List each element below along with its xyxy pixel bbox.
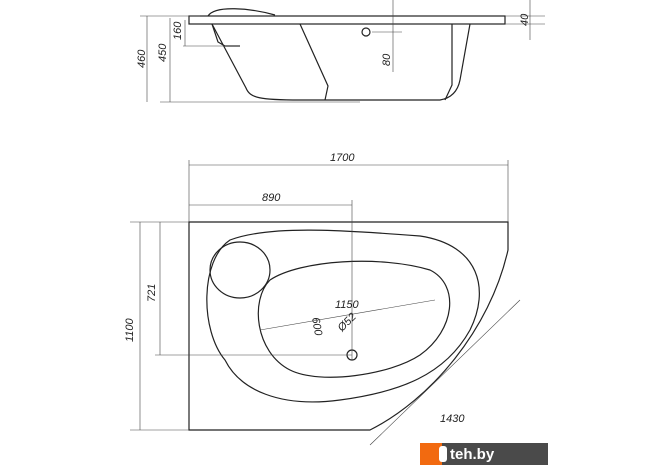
tub-body [211, 23, 471, 101]
watermark-text: teh.by [450, 445, 495, 463]
tub-seam [299, 23, 329, 101]
dim-40: 40 [519, 13, 531, 26]
headrest-lower [211, 23, 240, 47]
bowl-outer [206, 229, 480, 403]
dim-drain: Ø52 [335, 311, 359, 335]
headrest [207, 8, 276, 17]
watermark-logo: teh.by [420, 443, 548, 465]
dim-1100: 1100 [124, 317, 136, 342]
tub-seam-right [444, 24, 453, 101]
headrest-top [209, 241, 271, 299]
rim [188, 15, 506, 25]
dim-1700: 1700 [330, 152, 355, 164]
side-view: 460 450 160 80 40 [136, 0, 545, 103]
bowl-inner [257, 260, 451, 378]
dim-600: 600 [309, 316, 324, 337]
dim-1150: 1150 [335, 299, 360, 311]
top-view: 1700 890 1100 721 1150 600 Ø52 1430 [124, 152, 521, 446]
logo-mark-icon [439, 446, 447, 462]
logo-orange-block [420, 443, 442, 465]
dim-160: 160 [172, 21, 184, 40]
dim-721: 721 [146, 284, 158, 302]
outline [188, 221, 509, 431]
dim-460: 460 [136, 49, 148, 68]
dim-890: 890 [262, 192, 281, 204]
dim-450: 450 [157, 43, 169, 62]
overflow-hole [361, 27, 371, 37]
dim-80: 80 [381, 53, 393, 66]
dim-1430: 1430 [440, 413, 465, 425]
